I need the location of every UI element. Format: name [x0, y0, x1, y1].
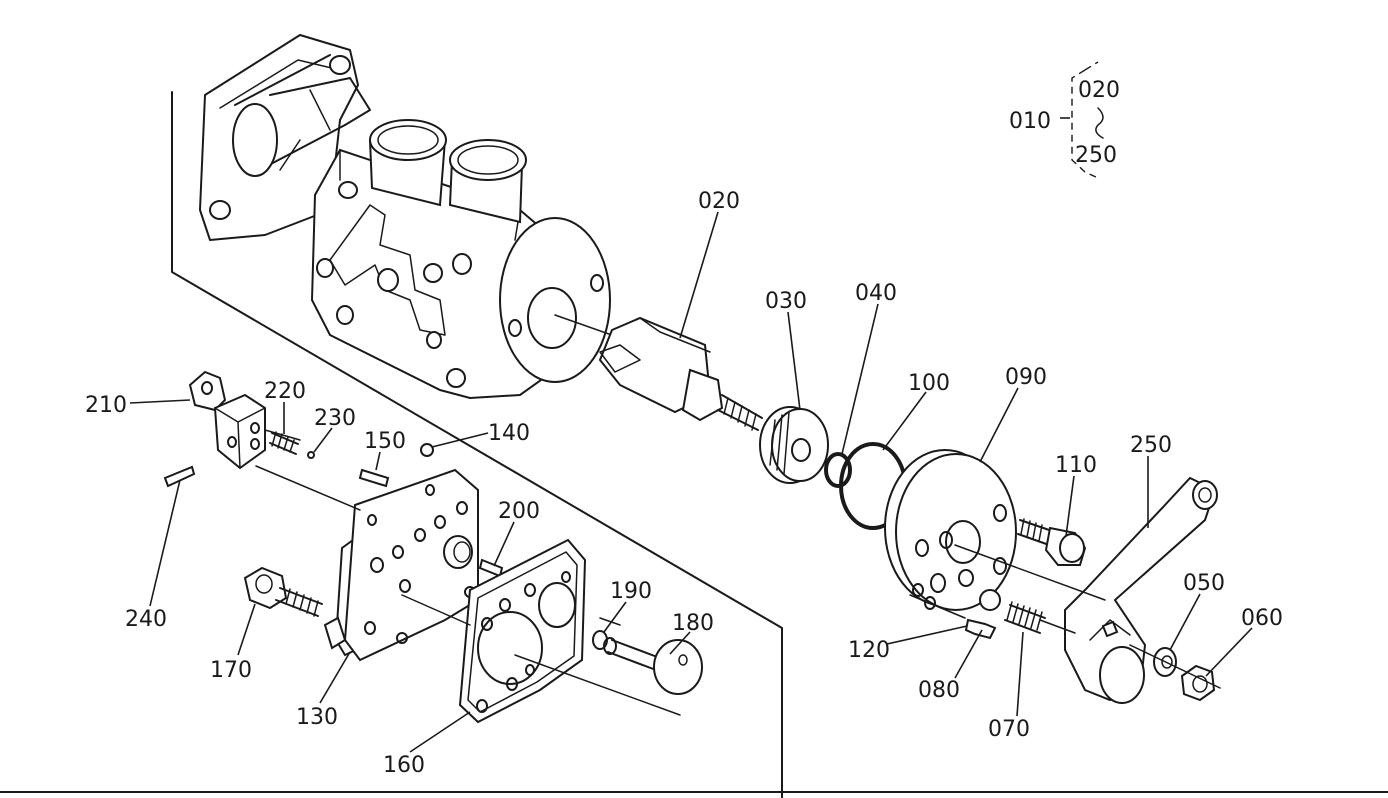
callout-030: 030 [765, 289, 807, 314]
callout-060: 060 [1241, 606, 1283, 631]
callout-010: 010 [1009, 109, 1051, 134]
group-bracket-icon [1060, 61, 1104, 179]
nut-030-icon [759, 406, 829, 484]
nut-060-icon [1180, 664, 1216, 702]
leader-lines [129, 211, 1253, 753]
callout-240: 240 [125, 607, 167, 632]
ball-140-icon [420, 443, 434, 457]
callout-020: 020 [698, 189, 740, 214]
frame-lines [0, 91, 1388, 798]
callout-190: 190 [610, 579, 652, 604]
shaft-icon [554, 314, 763, 431]
callout-180: 180 [672, 611, 714, 636]
callout-070: 070 [988, 717, 1030, 742]
callout-020-bracket: 020 [1078, 78, 1120, 103]
callout-130: 130 [296, 705, 338, 730]
callout-140: 140 [488, 421, 530, 446]
pin-150-icon [358, 468, 390, 488]
callout-160: 160 [383, 753, 425, 778]
bracket-210-icon [188, 370, 301, 470]
callout-170: 170 [210, 658, 252, 683]
callout-050: 050 [1183, 571, 1225, 596]
pin-240-icon [163, 465, 196, 488]
spring-070-icon [1004, 601, 1046, 634]
callout-110: 110 [1055, 453, 1097, 478]
callout-250-bracket: 250 [1075, 143, 1117, 168]
center-lines [255, 465, 1221, 716]
callout-200: 200 [498, 499, 540, 524]
callout-100: 100 [908, 371, 950, 396]
callout-210: 210 [85, 393, 127, 418]
callout-040: 040 [855, 281, 897, 306]
callout-090: 090 [1005, 365, 1047, 390]
main-body-icon [199, 34, 611, 400]
spring-220-icon [269, 431, 299, 455]
callout-150: 150 [364, 429, 406, 454]
callout-250: 250 [1130, 433, 1172, 458]
pin-200-icon [478, 558, 504, 578]
gasket-160-icon [458, 538, 587, 724]
callout-230: 230 [314, 406, 356, 431]
callout-labels: 010 020 250 020 030 040 100 090 110 250 … [85, 78, 1283, 778]
oring-040-icon [824, 452, 852, 488]
callout-120: 120 [848, 638, 890, 663]
bolt-110-icon [1017, 518, 1087, 566]
valve-plate-130-icon [323, 468, 479, 662]
bolt-170-icon [243, 566, 323, 617]
lever-icon [1064, 476, 1218, 704]
pin-080-icon [964, 618, 997, 640]
callout-220: 220 [264, 379, 306, 404]
cover-plate-090-icon [884, 449, 1017, 611]
ball-230-icon [307, 451, 315, 459]
ball-icon [979, 589, 1001, 611]
callout-080: 080 [918, 678, 960, 703]
valve-180-icon [603, 637, 703, 695]
